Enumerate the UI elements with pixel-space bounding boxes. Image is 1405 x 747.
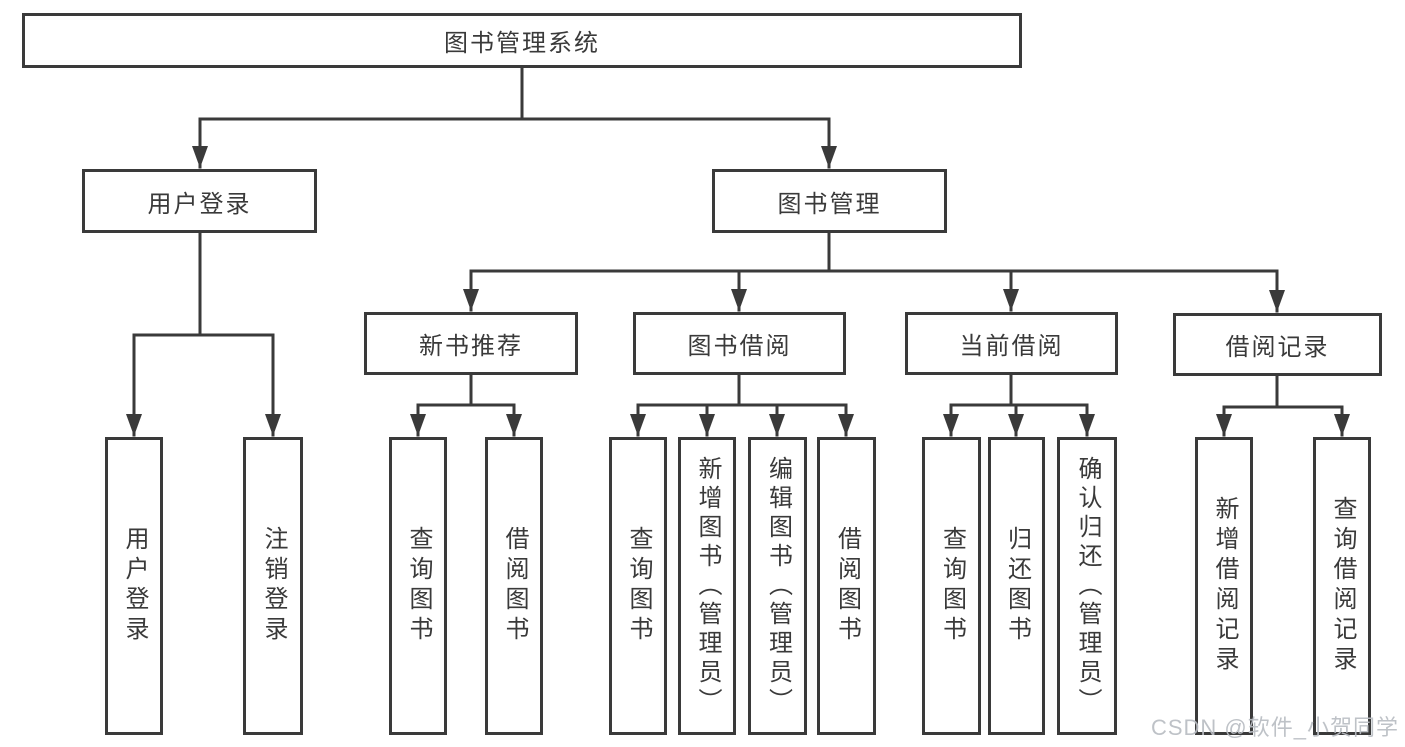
- node-label: 注销登录: [260, 526, 287, 646]
- node-label: 用户登录: [147, 190, 252, 218]
- leaf-query-books-borrow: 查询图书: [609, 437, 667, 735]
- leaf-logout: 注销登录: [243, 437, 303, 735]
- node-label: 新书推荐: [419, 333, 523, 360]
- node-label: 借阅记录: [1225, 334, 1330, 361]
- node-label: 图书管理: [777, 190, 882, 218]
- leaf-borrow-books: 借阅图书: [817, 437, 876, 735]
- node-label: 借阅图书: [833, 526, 861, 646]
- node-user-login: 用户登录: [82, 169, 317, 233]
- node-book-management-system: 图书管理系统: [22, 13, 1022, 68]
- node-label: 查询借阅记录: [1329, 496, 1356, 676]
- leaf-user-login: 用户登录: [105, 437, 163, 735]
- node-book-borrow: 图书借阅: [633, 312, 846, 375]
- leaf-borrow-books-recommend: 借阅图书: [485, 437, 543, 735]
- leaf-query-books-current: 查询图书: [922, 437, 981, 735]
- node-label: 图书借阅: [687, 333, 792, 360]
- node-book-management: 图书管理: [712, 169, 947, 233]
- node-current-borrow: 当前借阅: [905, 312, 1118, 375]
- leaf-add-book-admin: 新增图书（管理员）: [678, 437, 736, 735]
- leaf-query-books-recommend: 查询图书: [389, 437, 447, 735]
- leaf-edit-book-admin: 编辑图书（管理员）: [748, 437, 807, 735]
- node-label: 查询图书: [405, 526, 432, 646]
- node-label: 新增借阅记录: [1211, 496, 1238, 676]
- node-label: 新增图书（管理员）: [694, 455, 721, 717]
- node-borrow-records: 借阅记录: [1173, 313, 1382, 376]
- leaf-query-borrow-record: 查询借阅记录: [1313, 437, 1371, 735]
- node-label: 查询图书: [938, 526, 966, 646]
- leaf-add-borrow-record: 新增借阅记录: [1195, 437, 1253, 735]
- node-new-book-recommend: 新书推荐: [364, 312, 578, 375]
- node-label: 编辑图书（管理员）: [764, 455, 792, 717]
- node-label: 当前借阅: [959, 333, 1064, 360]
- leaf-return-book: 归还图书: [988, 437, 1045, 735]
- node-label: 图书管理系统: [444, 30, 600, 57]
- leaf-confirm-return-admin: 确认归还（管理员）: [1057, 437, 1117, 735]
- node-label: 借阅图书: [501, 526, 528, 646]
- node-label: 用户登录: [121, 526, 148, 646]
- node-label: 归还图书: [1003, 526, 1031, 646]
- node-label: 查询图书: [625, 526, 652, 646]
- node-label: 确认归还（管理员）: [1074, 455, 1101, 717]
